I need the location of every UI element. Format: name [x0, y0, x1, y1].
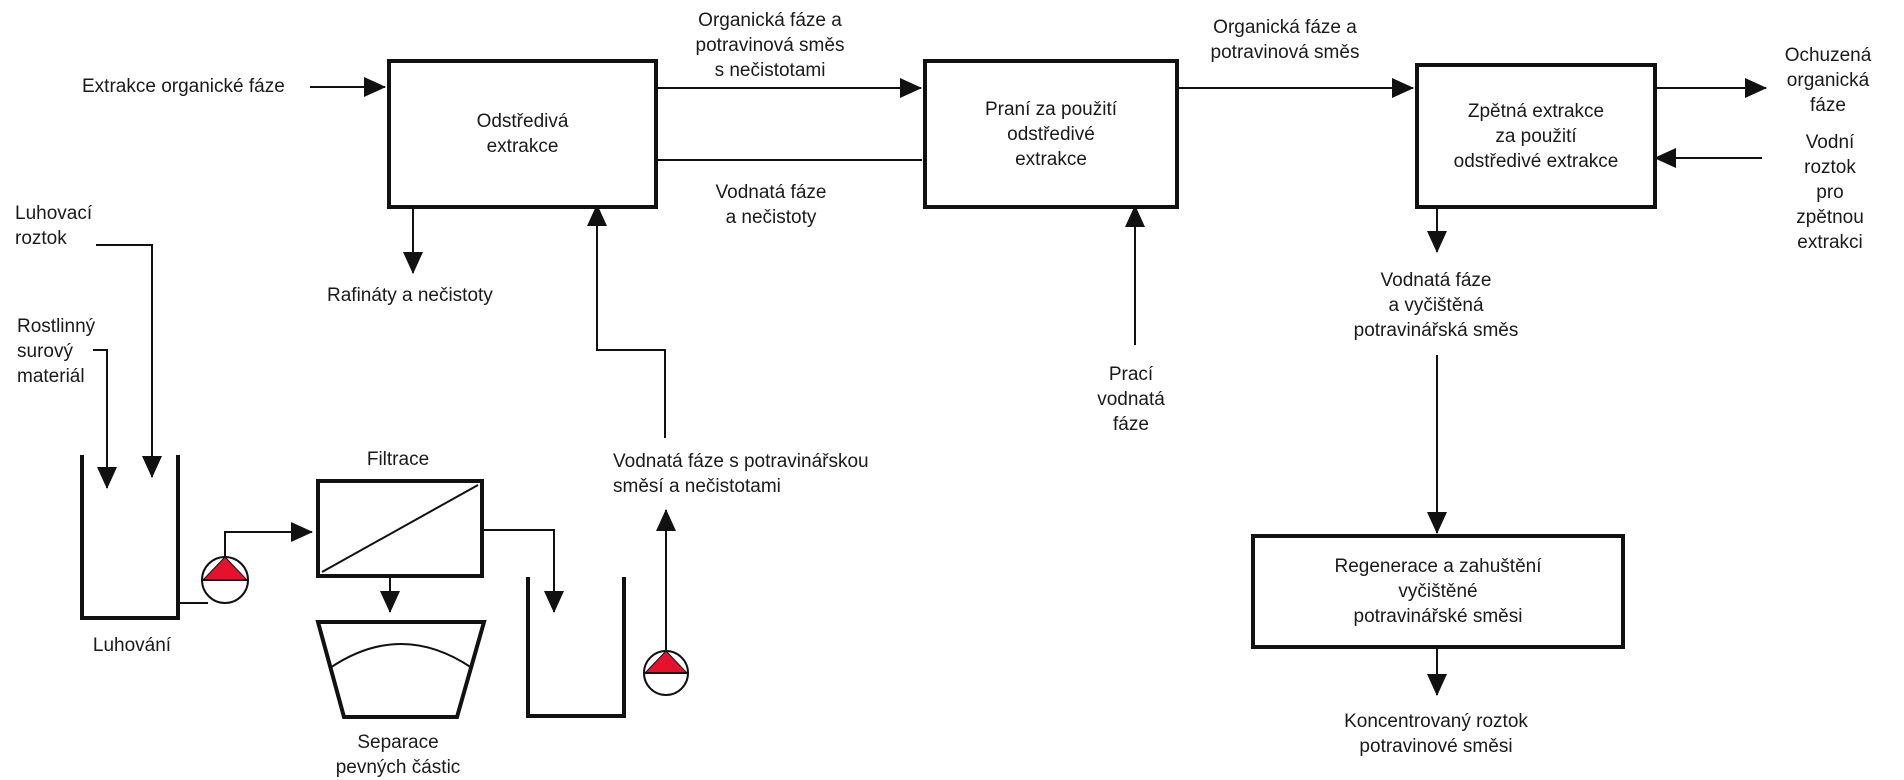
aqueous-for-back-label: Vodní roztok pro zpětnou extrakci: [1796, 132, 1864, 253]
org-food-mix-label: Organická fáze a potravinová směs: [1210, 17, 1360, 63]
separator-icon: [315, 620, 487, 719]
aqueous-purified-label: Vodnatá fáze a vyčištěná potravinářská s…: [1353, 270, 1519, 341]
leaching-label: Luhování: [92, 635, 172, 656]
centrifugal-extraction-box: Odstředivá extrakce: [387, 59, 658, 209]
wash-aqueous-label: Prací vodnatá fáze: [1097, 364, 1165, 435]
arrow-filter-to-tank: [484, 529, 564, 613]
regeneration-box: Regenerace a zahuštění vyčištěné potravi…: [1251, 534, 1625, 649]
particle-separation-label: Separace pevných částic: [335, 732, 461, 778]
filter-membrane: [321, 484, 479, 573]
washing-label: Praní za použití odstředivé extrakce: [984, 98, 1118, 170]
organic-extraction-label: Extrakce organické fáze: [82, 76, 285, 97]
raffinates-label: Rafináty a nečistoty: [327, 285, 493, 306]
arrow-leach-solution-in: [96, 244, 162, 478]
org-food-impurities-label: Organická fáze a potravinová směs s neči…: [695, 10, 845, 81]
centrifugal-extraction-label: Odstředivá extrakce: [476, 111, 569, 157]
regeneration-label: Regenerace a zahuštění vyčištěné potravi…: [1334, 556, 1542, 627]
pump-2-icon: [643, 650, 689, 696]
concentrated-label: Koncentrovaný roztok potravinové směsi: [1344, 711, 1528, 757]
depleted-organic-label: Ochuzená organická fáze: [1784, 45, 1872, 116]
arrow-pump1-to-filter: [224, 522, 313, 557]
aqueous-food-impurities-label: Vodnatá fáze s potravinářskou směsí a ne…: [613, 451, 869, 497]
arrow-plant-material-in: [93, 349, 117, 489]
plant-material-label: Rostlinný surový materiál: [17, 316, 96, 387]
pump-1-icon: [201, 556, 249, 604]
aqueous-impurities-label: Vodnatá fáze a nečistoty: [715, 182, 827, 228]
arrow-aqueous-to-box1: [587, 204, 666, 438]
leach-solution-label: Luhovací roztok: [15, 203, 93, 249]
back-extraction-box: Zpětná extrakce za použití odstředivé ex…: [1415, 63, 1657, 209]
leaching-tank: [80, 455, 180, 620]
washing-box: Praní za použití odstředivé extrakce: [923, 59, 1179, 209]
filtration-label: Filtrace: [366, 449, 430, 470]
collecting-tank: [526, 577, 626, 718]
back-extraction-label: Zpětná extrakce za použití odstředivé ex…: [1453, 100, 1619, 172]
